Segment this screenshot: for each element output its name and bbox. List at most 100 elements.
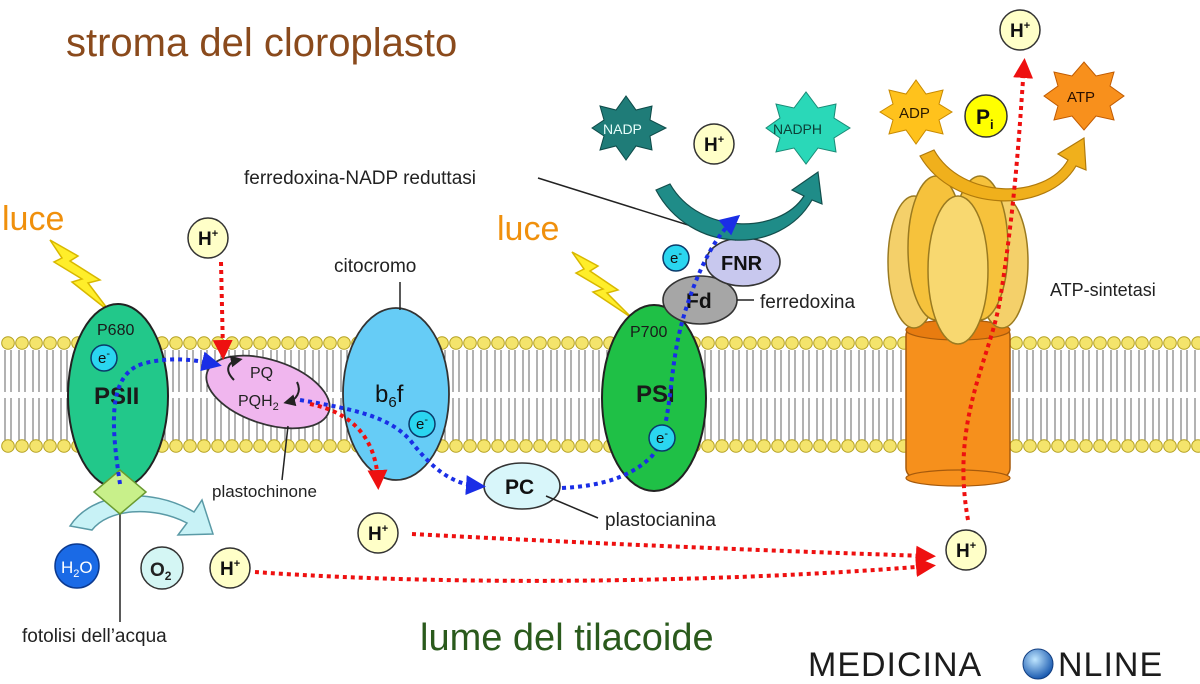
lipid-head — [841, 439, 855, 453]
plastocyanin-leader — [545, 495, 599, 519]
proton-label: H+ — [956, 540, 976, 562]
proton-symbol: H — [704, 135, 718, 156]
atp-molecule — [1043, 61, 1125, 131]
pqh2-label: PQH2 — [238, 393, 279, 413]
proton-circle — [693, 123, 735, 165]
proton-path-b6f-atpase — [411, 532, 936, 566]
proton-label: H+ — [198, 228, 218, 250]
proton-symbol: H — [220, 559, 234, 580]
pqh2-main: PQH — [238, 393, 273, 410]
lipid-head — [1149, 336, 1163, 350]
electron-psi: e- — [648, 424, 676, 452]
pq-cycle-arrow-right — [283, 381, 300, 407]
lipid-head — [757, 336, 771, 350]
electron-circle — [648, 424, 676, 452]
lipid-head — [1079, 336, 1093, 350]
lipid-head — [1121, 336, 1135, 350]
proton-path-atpase-stroma — [961, 58, 1034, 521]
photolysis-label: fotolisi dell’acqua — [22, 626, 167, 647]
lipid-head — [197, 336, 211, 350]
lipid-head — [183, 336, 197, 350]
lipid-head — [799, 336, 813, 350]
stroma-title: stroma del cloroplasto — [66, 21, 457, 65]
electron-circle — [662, 244, 690, 272]
proton-circle — [187, 217, 229, 259]
proton-stroma-atp: H+ — [999, 9, 1041, 51]
nadp-reduction-arrow — [655, 170, 823, 241]
electrons: e-e-e-e- — [90, 244, 690, 452]
plastoquinone: PQ PQH2 — [205, 354, 331, 430]
lipid-head — [57, 439, 71, 453]
lipid-head — [519, 439, 533, 453]
lipid-head — [281, 439, 295, 453]
lipid-head — [701, 336, 715, 350]
lipid-head — [701, 439, 715, 453]
adp-molecule — [879, 79, 953, 145]
electron-path-psii-pq — [111, 351, 222, 485]
proton-symbol: H — [956, 541, 970, 562]
electron-fd: e- — [662, 244, 690, 272]
lipid-head — [267, 336, 281, 350]
proton-symbol: H — [1010, 21, 1024, 42]
electron-psii: e- — [90, 344, 118, 372]
proton-label: H+ — [368, 523, 388, 545]
lipid-head — [519, 336, 533, 350]
psi-complex: P700 PSI — [601, 304, 707, 492]
pq-label: PQ — [250, 365, 273, 382]
nadph-label: NADPH — [773, 121, 822, 137]
b6f-sub: 6 — [388, 394, 396, 411]
electron-symbol: e — [98, 350, 106, 367]
electron-label: e- — [656, 428, 668, 447]
lipid-head — [295, 336, 309, 350]
electron-symbol: e — [416, 416, 424, 433]
o2-sub: 2 — [165, 569, 172, 583]
electron-charge: - — [664, 428, 668, 440]
electron-label: e- — [416, 414, 428, 433]
b6f-label: b6f — [375, 381, 404, 411]
proton-flow — [212, 58, 1034, 583]
electron-charge: - — [678, 248, 682, 260]
lightning-icon-right — [571, 251, 633, 319]
lipid-head — [785, 336, 799, 350]
lipid-head — [295, 439, 309, 453]
fnr-enzyme: FNR — [705, 237, 781, 287]
proton-circle — [945, 529, 987, 571]
electron-charge: - — [106, 348, 110, 360]
lipid-head — [309, 439, 323, 453]
proton-label: H+ — [704, 134, 724, 156]
lipid-head — [533, 439, 547, 453]
lipid-head — [211, 439, 225, 453]
lipid-head — [43, 439, 57, 453]
electron-path-pc-psi-fnr — [561, 214, 741, 490]
lipid-head — [1079, 439, 1093, 453]
proton-path-stroma-pq — [212, 261, 233, 360]
atp-synthesis-arrow — [919, 136, 1087, 202]
h2o-tail: O — [79, 558, 92, 577]
lipid-head — [239, 336, 253, 350]
lipid-head — [491, 439, 505, 453]
b6f-tail: f — [397, 381, 404, 408]
proton-circle — [209, 547, 251, 589]
lipid-head — [323, 336, 337, 350]
lipid-head — [309, 336, 323, 350]
lipid-head — [477, 439, 491, 453]
lipid-head — [449, 336, 463, 350]
pi-label: Pi — [976, 106, 994, 132]
lipid-head — [337, 336, 351, 350]
lipid-head — [561, 336, 575, 350]
watermark-right: NLINE — [1058, 646, 1163, 684]
lipid-head — [449, 439, 463, 453]
fnr-label: FNR — [721, 253, 763, 275]
lipid-head — [715, 439, 729, 453]
lipid-head — [1163, 439, 1177, 453]
proton-symbol: H — [368, 524, 382, 545]
h2o-label: H2O — [61, 558, 93, 580]
proton-path-pq-lumen — [309, 402, 388, 490]
lipid-head — [183, 439, 197, 453]
lipid-head — [1051, 336, 1065, 350]
lipid-head — [337, 439, 351, 453]
lipid-head — [477, 336, 491, 350]
lipid-head — [1023, 439, 1037, 453]
lipid-head — [715, 336, 729, 350]
proton-charge: + — [382, 523, 388, 535]
